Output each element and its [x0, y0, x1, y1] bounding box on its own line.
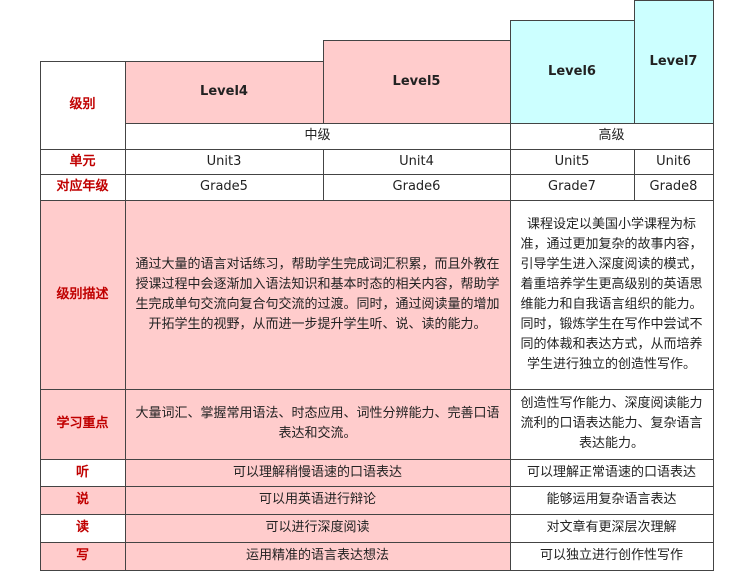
- grid-line: [510, 20, 635, 21]
- grid-line: [40, 570, 714, 571]
- grid-line: [323, 40, 511, 41]
- grid-line: [40, 200, 714, 201]
- unit-level4: Unit3: [125, 149, 323, 174]
- grid-line: [323, 149, 324, 201]
- grid-line: [40, 486, 714, 487]
- speaking-row-label: 说: [40, 486, 125, 514]
- unit-row-label: 单元: [40, 149, 125, 174]
- unit-level6: Unit5: [510, 149, 634, 174]
- grid-line: [40, 61, 324, 62]
- grade-row-label: 对应年级: [40, 174, 125, 200]
- grid-line: [323, 40, 324, 124]
- grid-line: [40, 542, 714, 543]
- grade-level7: Grade8: [634, 174, 713, 200]
- grid-line: [40, 514, 714, 515]
- advanced-group-label: 高级: [510, 123, 713, 149]
- level5-header: Level5: [323, 40, 510, 123]
- intermediate-description: 通过大量的语言对话练习，帮助学生完成词汇积累，而且外教在授课过程中会逐渐加入语法…: [125, 200, 510, 389]
- level7-header: Level7: [634, 0, 713, 123]
- advanced-writing: 可以独立进行创作性写作: [510, 542, 713, 570]
- advanced-reading: 对文章有更深层次理解: [510, 514, 713, 542]
- reading-row-label: 读: [40, 514, 125, 542]
- grade-level4: Grade5: [125, 174, 323, 200]
- intermediate-reading: 可以进行深度阅读: [125, 514, 510, 542]
- description-row-label: 级别描述: [40, 200, 125, 389]
- grid-line: [40, 149, 714, 150]
- unit-level7: Unit6: [634, 149, 713, 174]
- intermediate-focus: 大量词汇、掌握常用语法、时态应用、词性分辨能力、完善口语表达和交流。: [125, 389, 510, 459]
- grid-line: [510, 20, 511, 571]
- listening-row-label: 听: [40, 459, 125, 486]
- writing-row-label: 写: [40, 542, 125, 570]
- level4-header: Level4: [125, 61, 323, 123]
- advanced-description: 课程设定以美国小学课程为标准，通过更加复杂的故事内容，引导学生进入深度阅读的模式…: [510, 200, 713, 389]
- grid-line: [40, 61, 41, 571]
- intermediate-writing: 运用精准的语言表达想法: [125, 542, 510, 570]
- advanced-speaking: 能够运用复杂语言表达: [510, 486, 713, 514]
- grid-line: [125, 123, 714, 124]
- grade-level6: Grade7: [510, 174, 634, 200]
- intermediate-group-label: 中级: [125, 123, 510, 149]
- grid-line: [634, 0, 635, 124]
- level-row-label: 级别: [40, 61, 125, 149]
- grid-line: [40, 459, 714, 460]
- grade-level5: Grade6: [323, 174, 510, 200]
- focus-row-label: 学习重点: [40, 389, 125, 459]
- intermediate-speaking: 可以用英语进行辩论: [125, 486, 510, 514]
- intermediate-listening: 可以理解稍慢语速的口语表达: [125, 459, 510, 486]
- grid-line: [634, 149, 635, 201]
- grid-line: [634, 0, 714, 1]
- advanced-focus: 创造性写作能力、深度阅读能力流利的口语表达能力、复杂语言表达能力。: [510, 389, 713, 459]
- level6-header: Level6: [510, 20, 634, 123]
- grid-line: [40, 174, 714, 175]
- advanced-listening: 可以理解正常语速的口语表达: [510, 459, 713, 486]
- unit-level5: Unit4: [323, 149, 510, 174]
- grid-line: [125, 61, 126, 571]
- grid-line: [40, 389, 714, 390]
- grid-line: [713, 0, 714, 571]
